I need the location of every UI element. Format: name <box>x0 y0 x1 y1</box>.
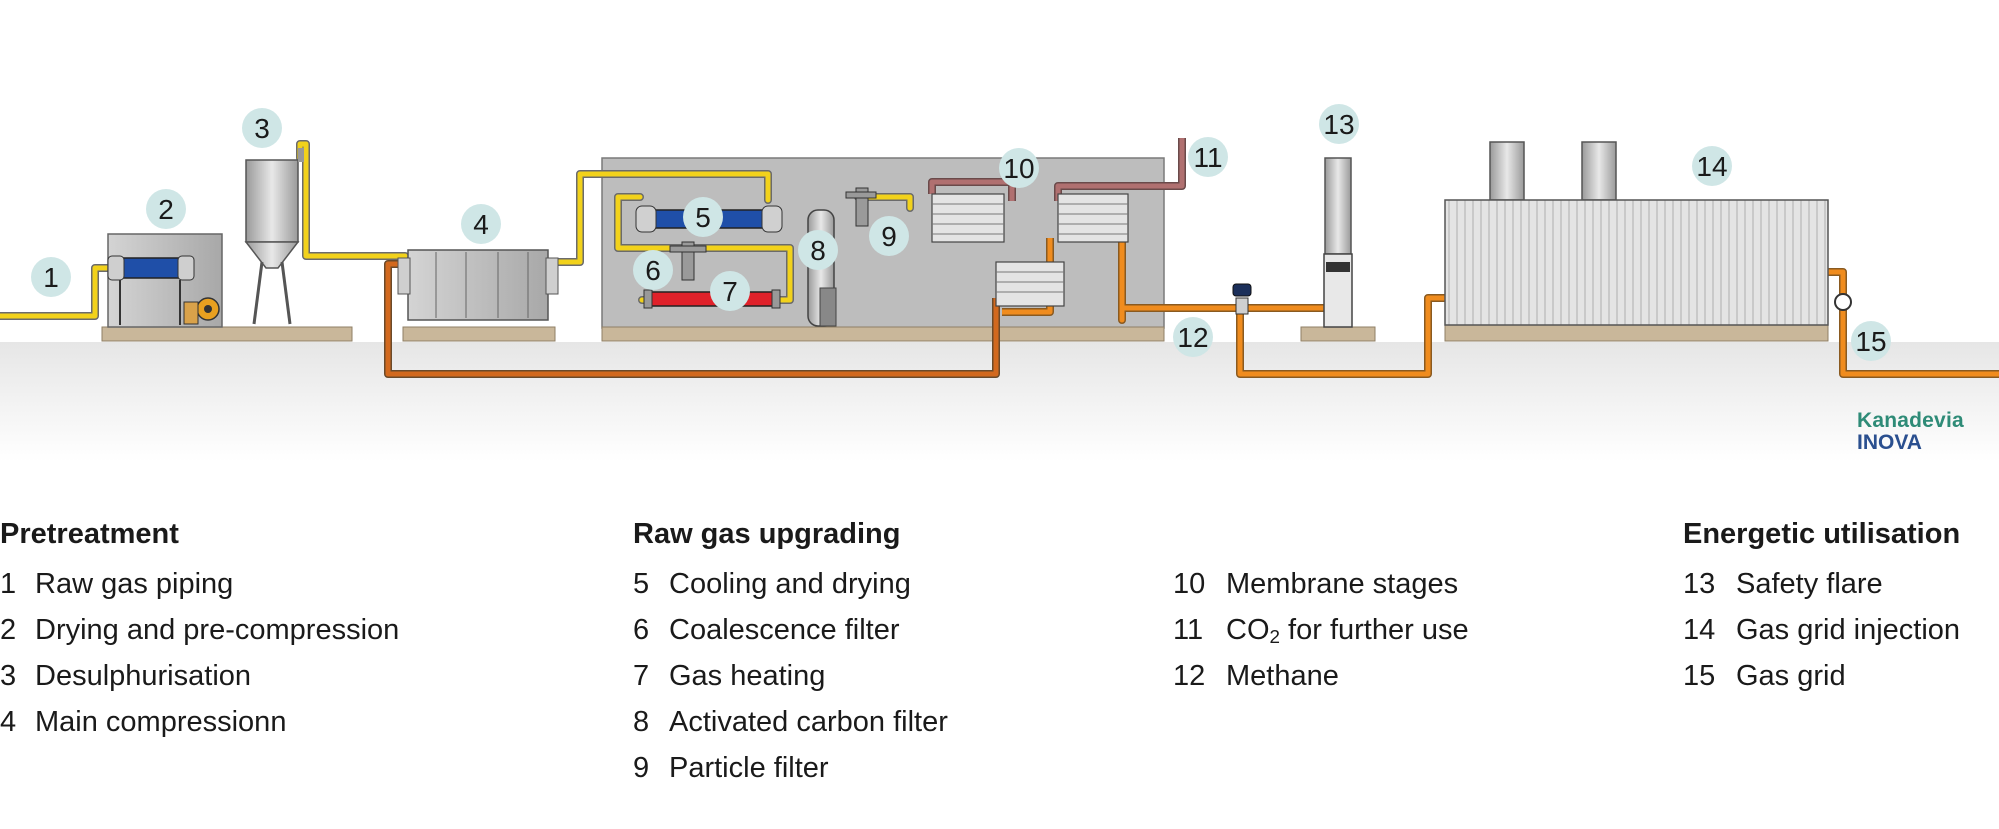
legend-heading-utilisation: Energetic utilisation <box>1683 518 1961 550</box>
coalescence-filter <box>669 241 707 281</box>
logo-line-1: Kanadevia <box>1857 409 1964 432</box>
marker-12: 12 <box>1173 317 1213 357</box>
svg-text:7: 7 <box>722 276 738 307</box>
marker-3: 3 <box>242 108 282 148</box>
marker-2: 2 <box>146 189 186 229</box>
marker-7: 7 <box>710 271 750 311</box>
main-compressor <box>397 249 559 321</box>
marker-10: 10 <box>999 148 1039 188</box>
marker-15: 15 <box>1851 321 1891 361</box>
logo-line-2: INOVA <box>1857 431 1922 454</box>
kanadevia-inova-logo: Kanadevia INOVA <box>1857 410 1964 454</box>
svg-text:2: 2 <box>158 194 174 225</box>
svg-text:15: 15 <box>1855 326 1886 357</box>
svg-text:10: 10 <box>1003 153 1034 184</box>
svg-text:11: 11 <box>1193 142 1222 173</box>
legend-heading-upgrading: Raw gas upgrading <box>633 518 901 550</box>
svg-text:5: 5 <box>695 202 711 233</box>
marker-11: 11 <box>1188 137 1228 177</box>
svg-text:1: 1 <box>43 262 59 293</box>
marker-14: 14 <box>1692 146 1732 186</box>
return-pipe <box>384 260 1000 378</box>
svg-text:4: 4 <box>473 209 489 240</box>
svg-text:6: 6 <box>645 255 661 286</box>
valve <box>1232 283 1252 315</box>
marker-8: 8 <box>798 230 838 270</box>
gas-meter <box>1834 293 1852 311</box>
safety-flare <box>1323 157 1353 328</box>
svg-text:3: 3 <box>254 113 270 144</box>
marker-1: 1 <box>31 257 71 297</box>
svg-text:8: 8 <box>810 235 826 266</box>
particle-filter <box>845 187 877 227</box>
marker-5: 5 <box>683 197 723 237</box>
svg-text:13: 13 <box>1323 109 1354 140</box>
desulphurisation-vessel <box>244 148 304 325</box>
svg-text:14: 14 <box>1696 151 1727 182</box>
pretreatment-skid <box>107 233 223 328</box>
marker-4: 4 <box>461 204 501 244</box>
svg-text:9: 9 <box>881 221 897 252</box>
marker-6: 6 <box>633 250 673 290</box>
membrane-stages <box>931 193 1129 307</box>
svg-text:12: 12 <box>1177 322 1208 353</box>
legend-heading-pretreatment: Pretreatment <box>0 518 179 550</box>
marker-9: 9 <box>869 216 909 256</box>
process-diagram: 1 2 3 4 5 6 7 8 9 10 11 12 13 14 15 <box>0 104 1999 462</box>
grid-injection-container <box>1444 141 1829 326</box>
marker-13: 13 <box>1319 104 1359 144</box>
foundations <box>101 324 1829 342</box>
